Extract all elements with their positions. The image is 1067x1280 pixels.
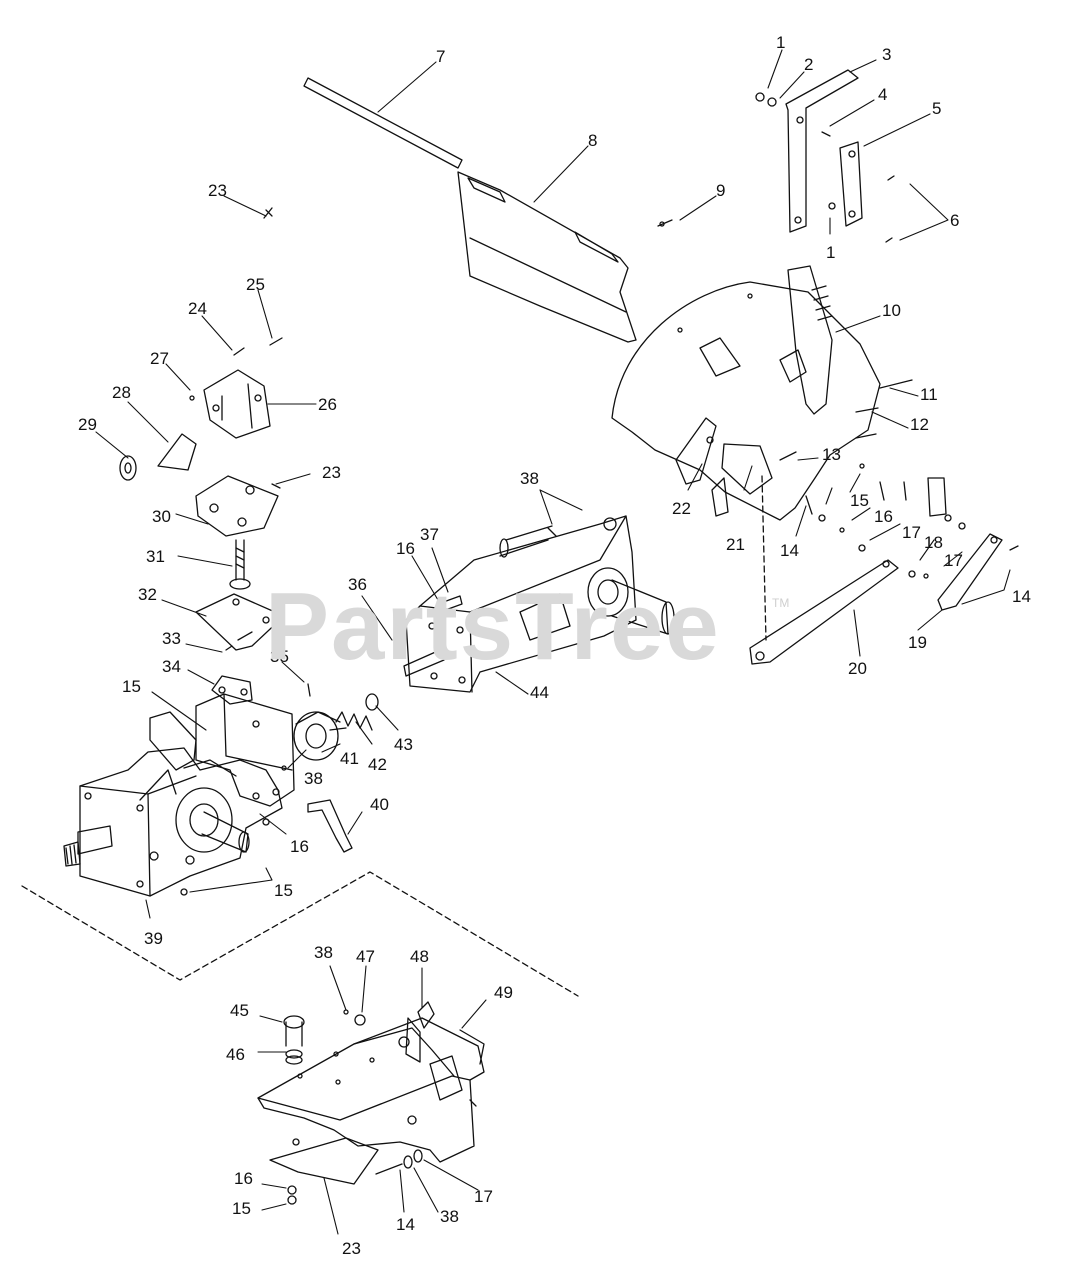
callout-14b: 14 (1012, 587, 1031, 606)
callout-labels: 1 2 3 4 5 1 6 7 8 9 10 11 12 13 14 15 16… (78, 33, 1031, 1258)
part-gearbox-39 (63, 747, 283, 897)
part-bolt-37 (436, 595, 463, 613)
part-bracket-26 (119, 337, 283, 481)
part-hardware-11-18 (805, 379, 966, 579)
part-linkage-plates-1-6 (755, 69, 895, 243)
callout-41: 41 (340, 749, 359, 768)
callout-45: 45 (230, 1001, 249, 1020)
callout-36: 36 (348, 575, 367, 594)
callout-30: 30 (152, 507, 171, 526)
callout-6: 6 (950, 211, 959, 230)
part-deflector-shield-8 (457, 171, 637, 343)
callout-22: 22 (672, 499, 691, 518)
part-mount-housing-15 (149, 693, 295, 807)
part-spring-42 (335, 711, 373, 731)
callout-1a: 1 (776, 33, 785, 52)
callout-13: 13 (822, 445, 841, 464)
callout-19: 19 (908, 633, 927, 652)
callout-4: 4 (878, 85, 887, 104)
callout-29: 29 (78, 415, 97, 434)
callout-5: 5 (932, 99, 941, 118)
callout-23c: 23 (342, 1239, 361, 1258)
callout-17b: 17 (944, 551, 963, 570)
part-frame-49 (257, 1001, 485, 1163)
callout-38c: 38 (314, 943, 333, 962)
callout-48: 48 (410, 947, 429, 966)
callout-20: 20 (848, 659, 867, 678)
part-chain-case-44 (403, 515, 675, 693)
callout-16b: 16 (396, 539, 415, 558)
callout-27: 27 (150, 349, 169, 368)
callout-40: 40 (370, 795, 389, 814)
part-pin-36 (395, 637, 405, 647)
callout-38d: 38 (440, 1207, 459, 1226)
callout-14a: 14 (780, 541, 799, 560)
part-pin-35 (307, 683, 311, 697)
part-bolt-23-top (263, 207, 273, 219)
part-plate-30 (195, 475, 281, 537)
callout-17c: 17 (474, 1187, 493, 1206)
callout-23a: 23 (208, 181, 227, 200)
callout-15d: 15 (232, 1199, 251, 1218)
callout-15b: 15 (122, 677, 141, 696)
part-pin-9 (657, 219, 673, 227)
callout-18: 18 (924, 533, 943, 552)
callout-15c: 15 (274, 881, 293, 900)
part-bottom-hardware (287, 1149, 423, 1205)
callout-1b: 1 (826, 243, 835, 262)
callout-15a: 15 (850, 491, 869, 510)
callout-10: 10 (882, 301, 901, 320)
callout-8: 8 (588, 131, 597, 150)
part-assembly-guide-lines (21, 871, 579, 997)
callout-31: 31 (146, 547, 165, 566)
callout-2: 2 (804, 55, 813, 74)
part-brackets-21-22 (675, 417, 797, 517)
callout-37: 37 (420, 525, 439, 544)
callout-21: 21 (726, 535, 745, 554)
part-rod-7 (303, 77, 463, 169)
callout-35: 35 (270, 647, 289, 666)
part-collar-43 (365, 693, 379, 711)
callout-46: 46 (226, 1045, 245, 1064)
part-tine-shield-10 (611, 265, 881, 521)
callout-24: 24 (188, 299, 207, 318)
callout-38a: 38 (520, 469, 539, 488)
callout-23b: 23 (322, 463, 341, 482)
callout-38b: 38 (304, 769, 323, 788)
callout-3: 3 (882, 45, 891, 64)
watermark-trademark: TM (772, 596, 790, 610)
callout-39: 39 (144, 929, 163, 948)
callout-17a: 17 (902, 523, 921, 542)
callout-33: 33 (162, 629, 181, 648)
callout-12: 12 (910, 415, 929, 434)
callout-32: 32 (138, 585, 157, 604)
callout-14c: 14 (396, 1215, 415, 1234)
callout-26: 26 (318, 395, 337, 414)
callout-47: 47 (356, 947, 375, 966)
callout-16a: 16 (874, 507, 893, 526)
callout-11: 11 (920, 385, 938, 404)
callout-7: 7 (436, 47, 445, 66)
part-plate-23-bottom (269, 1137, 379, 1185)
part-bolt-31 (229, 539, 251, 590)
callout-42: 42 (368, 755, 387, 774)
callout-49: 49 (494, 983, 513, 1002)
part-bolt-45 (283, 1015, 305, 1065)
part-handle-40 (307, 799, 353, 853)
part-clamp-34 (211, 645, 253, 705)
callout-43: 43 (394, 735, 413, 754)
part-link-arm-20 (749, 475, 1019, 665)
callout-44: 44 (530, 683, 549, 702)
callout-25: 25 (246, 275, 265, 294)
part-coupler-41 (293, 711, 347, 761)
callout-16d: 16 (234, 1169, 253, 1188)
callout-leader-lines (95, 49, 1011, 1235)
part-plate-32 (195, 593, 285, 651)
callout-34: 34 (162, 657, 181, 676)
callout-16c: 16 (290, 837, 309, 856)
callout-9: 9 (716, 181, 725, 200)
callout-28: 28 (112, 383, 131, 402)
